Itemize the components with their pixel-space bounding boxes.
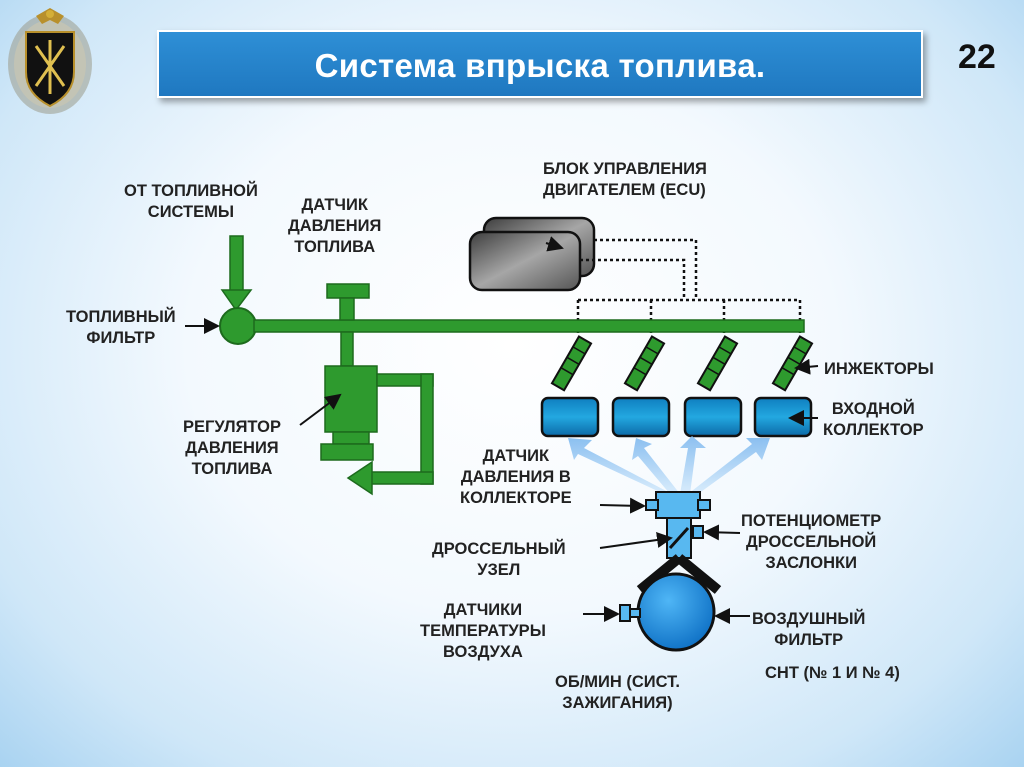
label-fuel-pressure-sensor: ДАТЧИК ДАВЛЕНИЯ ТОПЛИВА	[288, 196, 382, 256]
title-bar: Система впрыска топлива.	[157, 30, 923, 98]
label-pressure-regulator: РЕГУЛЯТОР ДАВЛЕНИЯ ТОПЛИВА	[183, 418, 281, 478]
label-air-filter: ВОЗДУШНЫЙ ФИЛЬТР	[752, 610, 866, 649]
air-filter	[636, 572, 716, 652]
label-throttle-position: ПОТЕНЦИОМЕТР ДРОССЕЛЬНОЙ ЗАСЛОНКИ	[741, 512, 882, 572]
emblem-logo	[8, 8, 92, 114]
air-flow-arrows	[568, 436, 770, 494]
fuel-supply-arrow	[220, 235, 253, 312]
ecu-unit	[468, 216, 596, 292]
fuel-rail	[253, 319, 805, 333]
fuel-filter	[219, 307, 257, 345]
label-fuel-system: ОТ ТОПЛИВНОЙ СИСТЕМЫ	[124, 182, 258, 221]
pointer-lines	[185, 236, 819, 624]
slide-number: 22	[958, 38, 996, 76]
injector-3	[696, 335, 739, 392]
ecu-wiring	[576, 238, 802, 336]
label-throttle-body: ДРОССЕЛЬНЫЙ УЗЕЛ	[432, 540, 566, 579]
label-fuel-filter: ТОПЛИВНЫЙ ФИЛЬТР	[66, 308, 176, 347]
fuel-return-line	[346, 373, 434, 496]
label-injectors: ИНЖЕКТОРЫ	[824, 360, 934, 378]
injector-1	[550, 335, 593, 392]
intake-manifold	[540, 396, 813, 438]
eagle-icon	[36, 8, 64, 24]
air-temp-sensor	[619, 604, 641, 622]
label-intake-manifold: ВХОДНОЙ КОЛЛЕКТОР	[823, 400, 924, 439]
pressure-regulator	[320, 331, 378, 461]
label-rpm: ОБ/МИН (СИСТ. ЗАЖИГАНИЯ)	[555, 673, 680, 712]
lightning-icon	[34, 40, 66, 94]
label-air-temp-sensors: ДАТЧИКИ ТЕМПЕРАТУРЫ ВОЗДУХА	[420, 601, 546, 661]
slide-title: Система впрыска топлива.	[314, 47, 766, 84]
throttle-body	[636, 491, 722, 594]
injectors	[550, 335, 814, 392]
label-cht: CHT (№ 1 И № 4)	[765, 664, 900, 682]
label-manifold-pressure-sensor: ДАТЧИК ДАВЛЕНИЯ В КОЛЛЕКТОРЕ	[460, 447, 572, 507]
fuel-pressure-sensor	[326, 283, 370, 321]
injector-4	[771, 335, 814, 392]
injector-2	[623, 335, 666, 392]
label-ecu: БЛОК УПРАВЛЕНИЯ ДВИГАТЕЛЕМ (ECU)	[543, 160, 707, 199]
